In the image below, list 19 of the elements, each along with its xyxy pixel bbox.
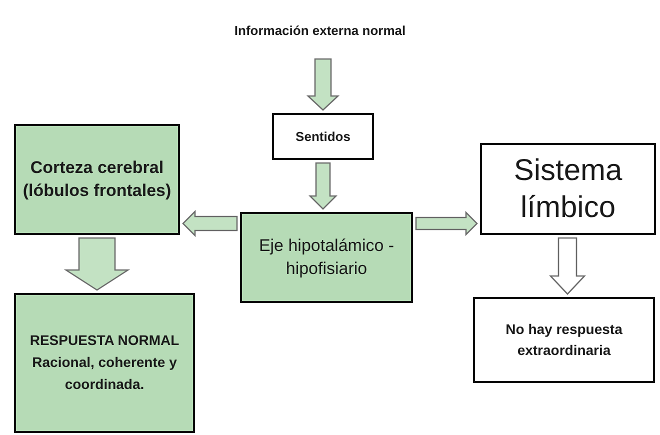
process-box	[240, 212, 413, 303]
block-arrow	[182, 210, 238, 238]
outcome-box	[473, 297, 655, 383]
node-text: Corteza cerebral (lóbulos frontales)	[22, 157, 172, 202]
block-arrow	[549, 237, 586, 295]
block-arrow	[415, 210, 478, 236]
process-box	[272, 113, 374, 160]
process-box	[480, 143, 656, 235]
block-arrow	[306, 58, 340, 111]
node-text: No hay respuesta extraordinaria	[504, 320, 624, 360]
block-arrow	[308, 162, 338, 210]
block-arrow	[64, 237, 130, 291]
node-text: Sentidos	[296, 128, 350, 144]
process-box	[14, 124, 180, 235]
node-text: Sistema límbico	[512, 152, 624, 226]
node-text: RESPUESTA NORMAL Racional, coherente y coordinada.	[28, 331, 180, 394]
node-text: Información externa normal	[234, 22, 406, 40]
outcome-box	[14, 293, 195, 433]
node-text: Eje hipotalámico - hipofisiario	[258, 235, 396, 280]
